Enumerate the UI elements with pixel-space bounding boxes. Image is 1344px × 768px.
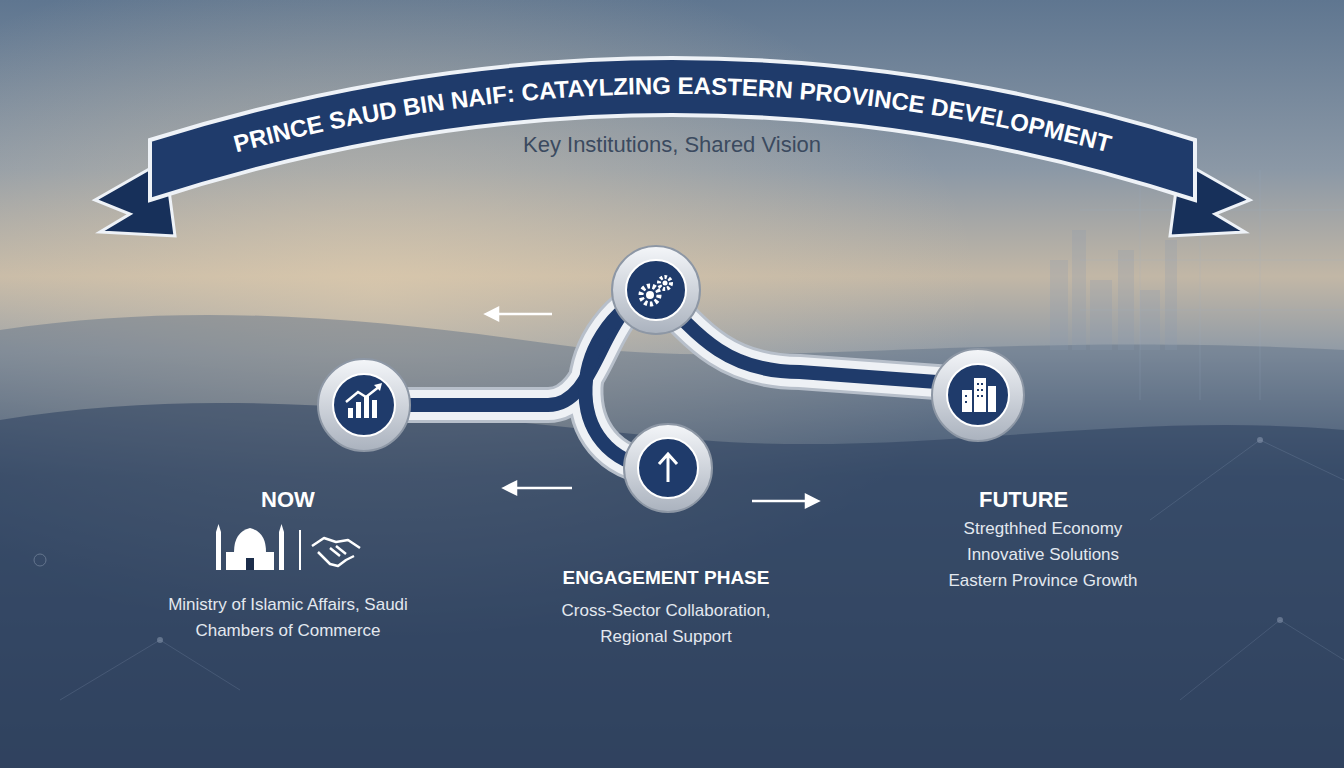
direction-arrows: [486, 308, 818, 507]
mosque-icon: [216, 524, 284, 570]
outcome-item: Innovative Solutions: [928, 542, 1158, 568]
subtitle-text: Key Institutions, Shared Vision: [472, 128, 872, 162]
milestone-circles: [318, 246, 1024, 512]
gears-circle: [612, 246, 700, 334]
growth-chart-circle: [318, 359, 410, 451]
outcome-item: Stregthhed Economy: [928, 516, 1158, 542]
far-hills: [0, 315, 1344, 768]
institution-icons: [216, 524, 360, 570]
phase-description: Ministry of Islamic Affairs, Saudi Chamb…: [168, 592, 408, 645]
phase-heading: ENGAGEMENT PHASE: [516, 563, 816, 592]
near-hills: [0, 403, 1344, 768]
phase-heading: NOW: [188, 483, 388, 517]
title-ribbon: PRINCE SAUD BIN NAIF: CATAYLZING EASTERN…: [95, 58, 1250, 236]
up-arrow-circle: [624, 424, 712, 512]
ribbon-band: [150, 58, 1195, 200]
phase-description: Cross-Sector Collaboration, Regional Sup…: [531, 598, 801, 651]
handshake-icon: [312, 538, 360, 566]
tech-grid: [60, 170, 1344, 700]
phase-heading: FUTURE: [979, 483, 1119, 517]
building-circle: [932, 349, 1024, 441]
icon-divider: [299, 530, 301, 570]
outcome-item: Eastern Province Growth: [928, 568, 1158, 594]
city-skyline: [1050, 230, 1177, 350]
